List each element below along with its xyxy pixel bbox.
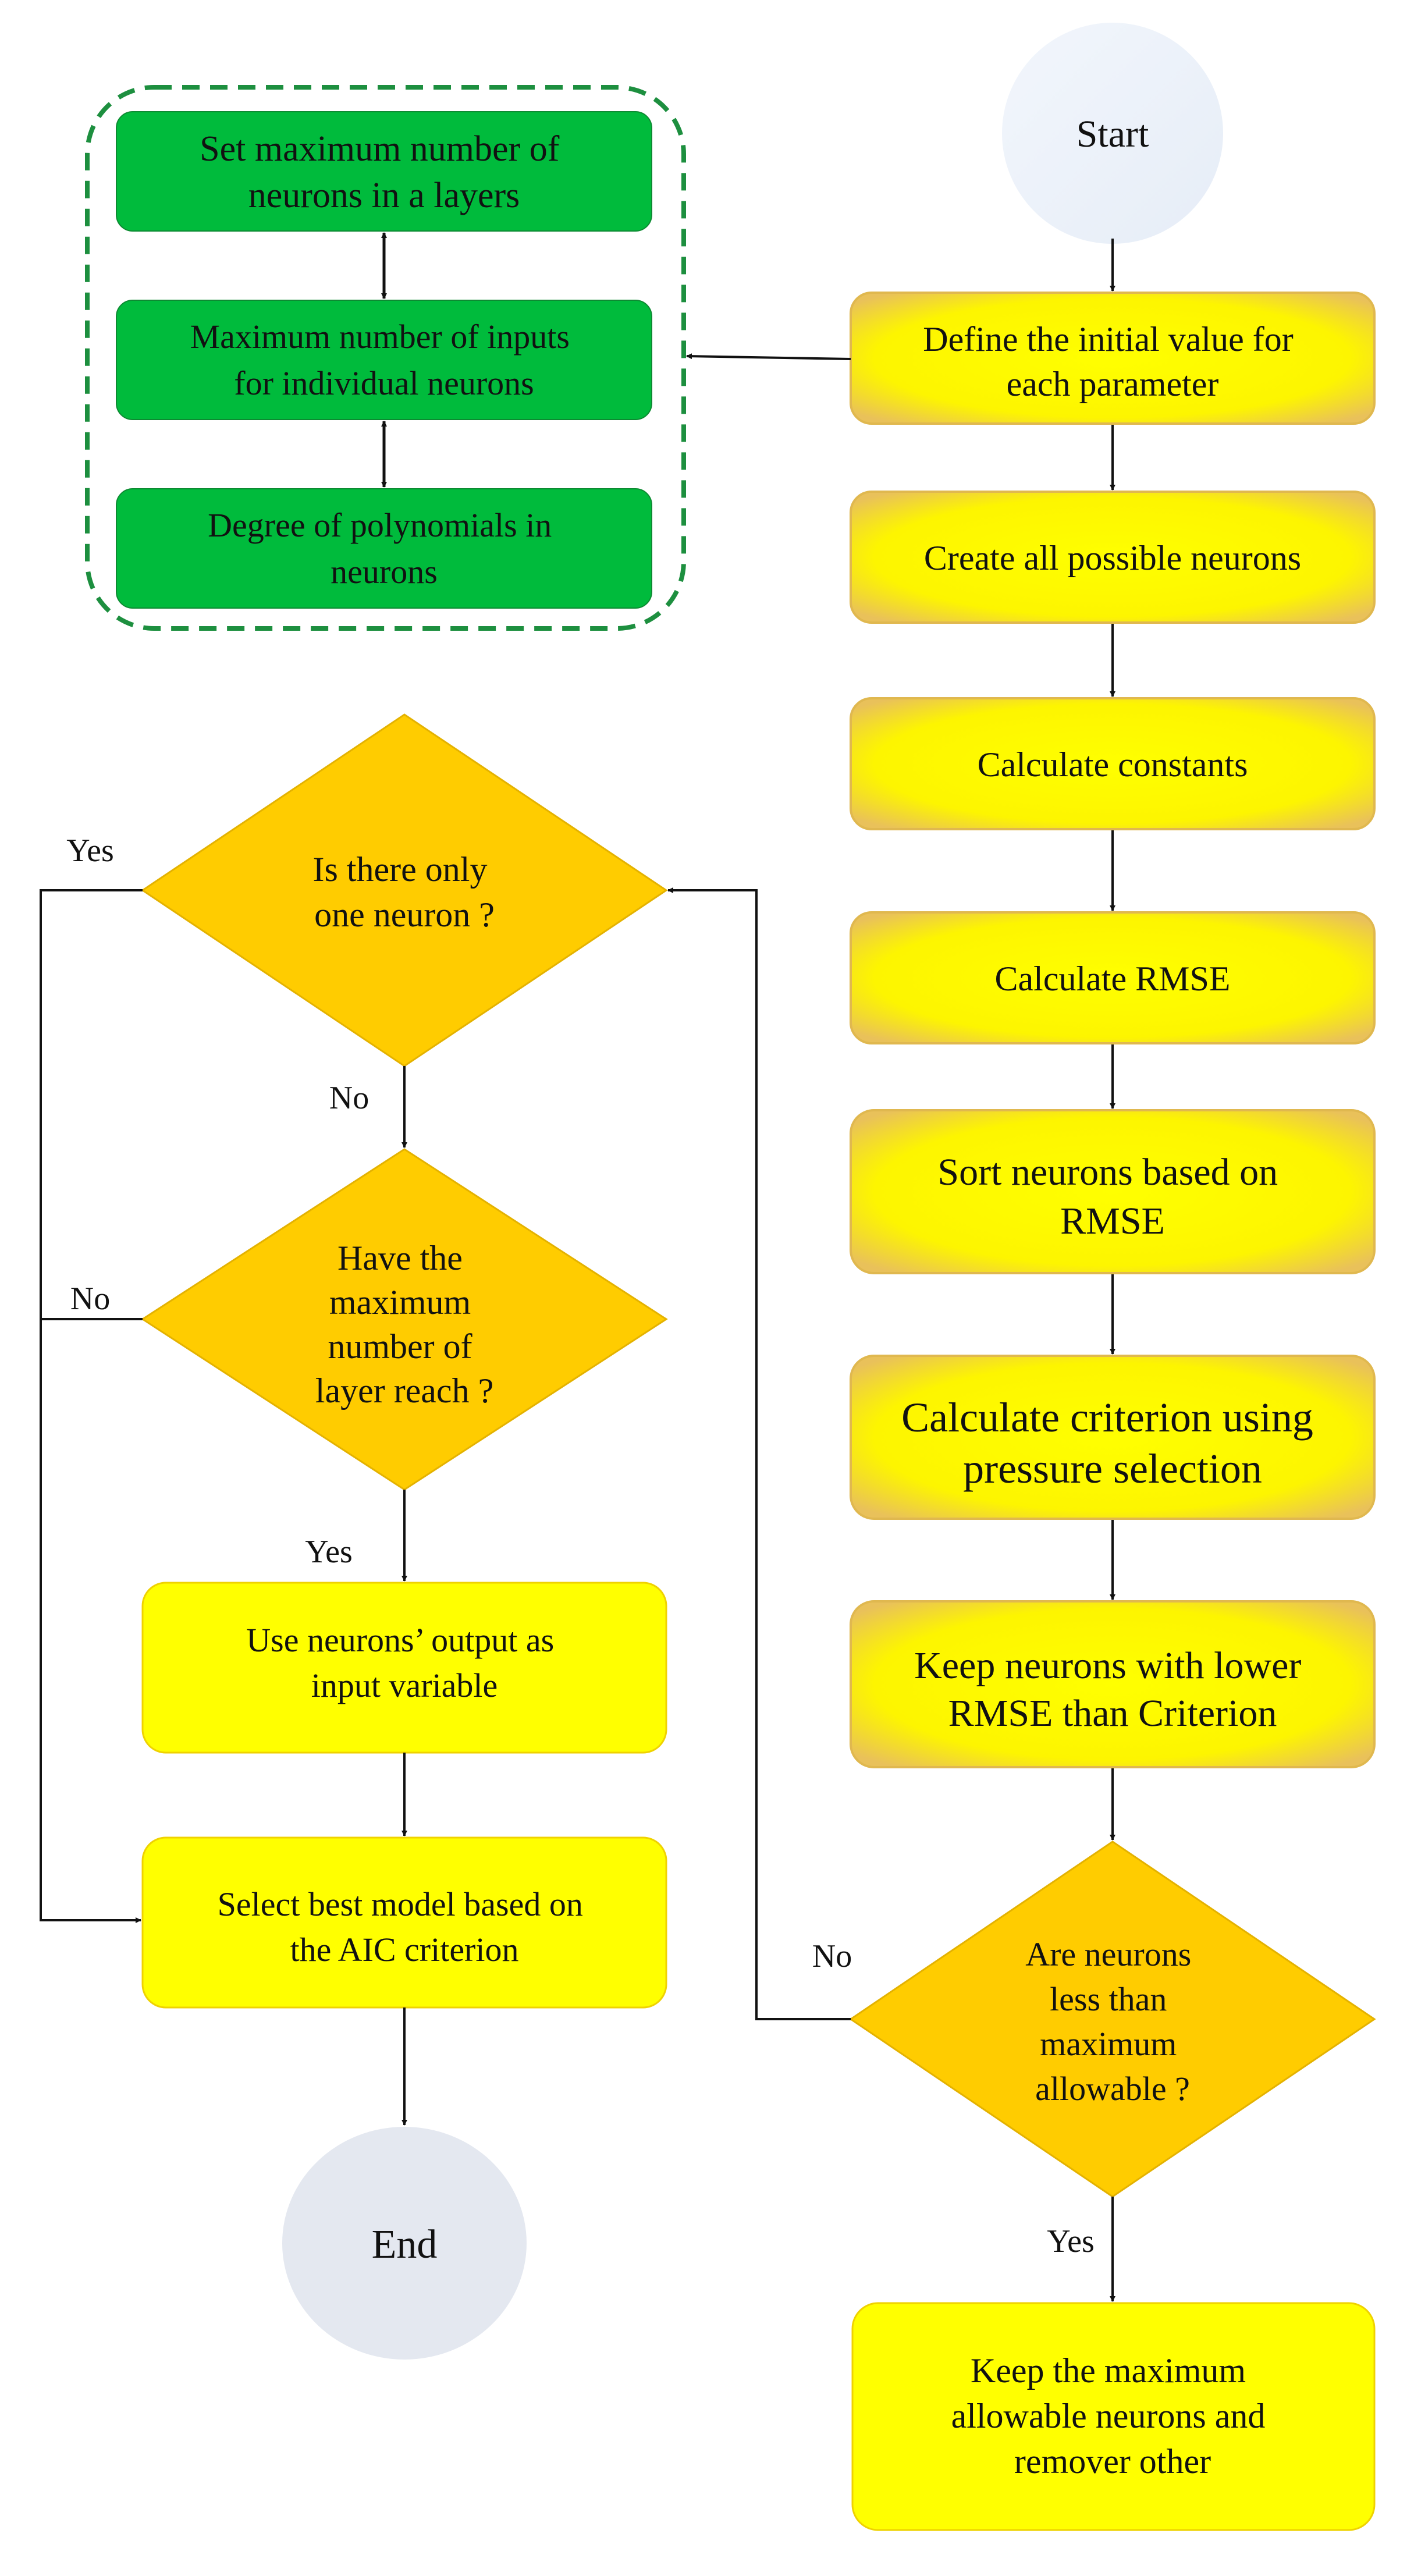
- process-select-best-model: Select best model based on the AIC crite…: [141, 1836, 667, 2009]
- process-calculate-criterion: Calculate criterion using pressure selec…: [850, 1355, 1376, 1520]
- process-define-initial: Define the initial value for each parame…: [850, 292, 1376, 425]
- param-box-max-neurons-line-1: Set maximum number of: [200, 129, 560, 169]
- process-sort-neurons: Sort neurons based on RMSE: [850, 1109, 1376, 1274]
- process-keep-max-allowable: Keep the maximum allowable neurons and r…: [851, 2302, 1376, 2531]
- process-create-neurons: Create all possible neurons: [850, 491, 1376, 624]
- svg-text:Are neurons less than: Are neurons less than maximum allowable …: [1025, 1935, 1200, 2108]
- label-no-less-than-max: No: [812, 1938, 852, 1974]
- arrow-decision-no-loop: [667, 887, 851, 2020]
- decision-max-layer-line-4: layer reach ?: [315, 1372, 493, 1410]
- decision-max-layer-line-1: Have the: [337, 1239, 463, 1277]
- process-keep-lower-rmse: Keep neurons with lower RMSE than Criter…: [850, 1600, 1376, 1768]
- param-box-polynomial-degree-line-1: Degree of polynomials in: [208, 506, 552, 544]
- param-box-polynomial-degree-line-2: neurons: [331, 553, 438, 591]
- process-sort-neurons-line-1: Sort neurons based on: [937, 1151, 1278, 1193]
- process-use-output-line-2: input variable: [311, 1667, 498, 1704]
- process-keep-max-allowable-line-2: allowable neurons and: [951, 2397, 1266, 2435]
- process-select-best-model-line-1: Select best model based on: [218, 1885, 583, 1923]
- svg-text:Define the initial value for: Define the initial value for each parame…: [923, 320, 1302, 403]
- decision-less-than-max-line-3: maximum: [1040, 2025, 1177, 2063]
- process-keep-max-allowable-line-1: Keep the maximum: [971, 2351, 1246, 2390]
- param-box-max-inputs: Maximum number of inputs for individual …: [116, 300, 652, 420]
- svg-text:Create all possible neurons: Create all possible neurons: [924, 539, 1301, 577]
- process-calculate-rmse: Calculate RMSE: [850, 911, 1376, 1044]
- process-keep-max-allowable-line-3: remover other: [1014, 2442, 1211, 2481]
- svg-text:Calculate RMSE: Calculate RMSE: [995, 960, 1231, 998]
- process-keep-lower-rmse-line-2: RMSE than Criterion: [948, 1692, 1277, 1735]
- svg-text:Calculate criterion using: Calculate criterion using pressure selec…: [901, 1394, 1324, 1492]
- parameter-group-border: [85, 85, 686, 631]
- start-terminal: Start: [1002, 23, 1223, 244]
- svg-text:Degree of polynomials in: Degree of polynomials in neurons: [208, 506, 560, 591]
- process-select-best-model-line-2: the AIC criterion: [290, 1931, 518, 1969]
- decision-max-layer-line-2: maximum: [329, 1283, 471, 1321]
- end-terminal: End: [282, 2127, 527, 2360]
- decision-max-layer: Have the maximum number of layer reach ?: [141, 1148, 668, 1491]
- param-box-max-inputs-line-1: Maximum number of inputs: [190, 318, 570, 356]
- svg-text:Sort neurons based on RM: Sort neurons based on RMSE: [937, 1151, 1287, 1242]
- process-calculate-constants-line-1: Calculate constants: [978, 745, 1248, 784]
- process-calculate-criterion-line-1: Calculate criterion using: [901, 1394, 1313, 1441]
- param-box-max-neurons: Set maximum number of neurons in a layer…: [116, 111, 652, 232]
- svg-text:Select best model based on: Select best model based on the AIC crite…: [218, 1885, 592, 1969]
- process-use-output-line-1: Use neurons’ output as: [246, 1621, 554, 1659]
- arrow-define-to-group: [686, 353, 851, 360]
- decision-only-one-neuron: Is there only one neuron ?: [141, 713, 668, 1067]
- label-no-one-neuron: No: [329, 1080, 369, 1116]
- param-box-max-inputs-line-2: for individual neurons: [234, 364, 534, 402]
- decision-only-one-neuron-line-1: Is there only: [313, 850, 488, 889]
- process-define-initial-line-2: each parameter: [1007, 365, 1219, 403]
- process-calculate-criterion-line-2: pressure selection: [963, 1445, 1262, 1492]
- end-label: End: [372, 2222, 438, 2267]
- svg-text:Set maximum number of ne: Set maximum number of neurons in a layer…: [200, 129, 569, 215]
- label-yes-max-layer: Yes: [305, 1534, 352, 1570]
- start-label: Start: [1076, 113, 1149, 155]
- label-yes-less-than-max: Yes: [1047, 2223, 1094, 2259]
- param-box-polynomial-degree: Degree of polynomials in neurons: [116, 488, 652, 609]
- decision-less-than-max-line-2: less than: [1050, 1980, 1167, 2018]
- process-keep-lower-rmse-line-1: Keep neurons with lower: [914, 1644, 1301, 1687]
- param-box-max-neurons-line-2: neurons in a layers: [248, 176, 520, 215]
- svg-text:Is there only one neuron: Is there only one neuron ?: [313, 850, 496, 934]
- label-yes-one-neuron: Yes: [66, 833, 113, 869]
- decision-only-one-neuron-line-2: one neuron ?: [314, 896, 495, 934]
- decision-less-than-max-line-4: allowable ?: [1035, 2070, 1190, 2108]
- decision-max-layer-line-3: number of: [328, 1327, 472, 1366]
- process-use-output: Use neurons’ output as input variable: [141, 1582, 667, 1754]
- connectors: [40, 239, 1115, 2302]
- label-no-max-layer: No: [70, 1281, 110, 1317]
- svg-text:Keep the maximum allowab: Keep the maximum allowable neurons and r…: [951, 2351, 1274, 2481]
- arrow-one-neuron-yes-loop: [40, 889, 143, 1923]
- svg-text:Keep neurons with lower: Keep neurons with lower RMSE than Criter…: [914, 1644, 1311, 1735]
- svg-text:Calculate constants: Calculate constants: [978, 745, 1248, 784]
- process-define-initial-line-1: Define the initial value for: [923, 320, 1293, 358]
- process-create-neurons-line-1: Create all possible neurons: [924, 539, 1301, 577]
- process-sort-neurons-line-2: RMSE: [1060, 1200, 1165, 1242]
- svg-text:Use neurons’ output as i: Use neurons’ output as input variable: [246, 1621, 562, 1704]
- decision-less-than-max: Are neurons less than maximum allowable …: [849, 1840, 1376, 2198]
- process-calculate-constants: Calculate constants: [850, 697, 1376, 830]
- svg-text:Maximum number of inputs: Maximum number of inputs for individual …: [190, 318, 578, 402]
- svg-text:Have the maximum n: Have the maximum number of layer reach ?: [315, 1239, 493, 1410]
- decision-less-than-max-line-1: Are neurons: [1025, 1935, 1191, 1973]
- process-calculate-rmse-line-1: Calculate RMSE: [995, 960, 1231, 998]
